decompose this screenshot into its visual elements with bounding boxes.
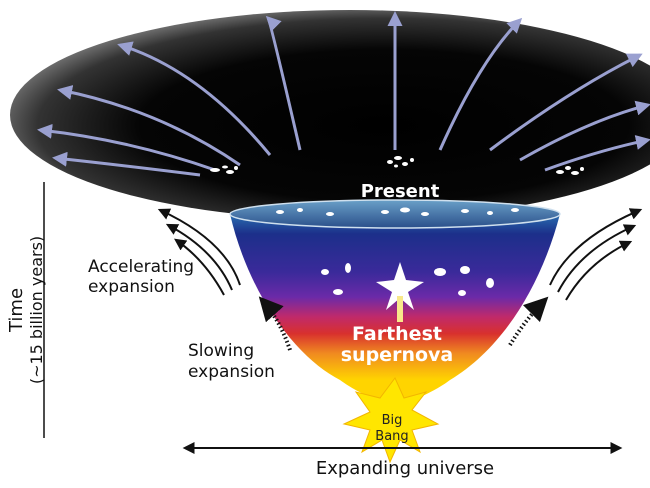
accelerating-arrows-right [549,208,643,301]
accelerating-arrows-left [157,208,241,296]
expansion-arrow [265,15,302,151]
time-label-line1: Time [6,288,27,333]
expansion-arrow [57,85,241,167]
expansion-arrow [117,41,272,156]
expansion-arrows [37,11,650,177]
big-bang-label-line2: Bang [375,429,408,444]
slowing-arrow-left [258,296,292,351]
expanding-universe-label: Expanding universe [316,458,494,479]
vortex-cloud [10,10,650,220]
galaxy-clusters [210,156,584,175]
expansion-arrow [489,53,643,152]
big-bang-label-line1: Big [382,413,403,428]
cone-galaxies [321,263,494,296]
expansion-arrow [544,135,650,172]
slowing-arrow-right [508,296,549,347]
present-disc [229,199,561,229]
slowing-label-line1: Slowing [188,341,254,361]
present-label: Present [361,181,440,202]
farthest-supernova-label-line2: supernova [341,344,453,366]
big-bang-icon [342,377,440,464]
farthest-supernova-label-line1: Farthest [352,323,442,345]
slowing-label-line2: expansion [188,362,275,382]
expansion-arrow [438,17,523,151]
supernova-star-icon [376,262,424,322]
accelerating-label-line2: expansion [88,277,175,297]
expansion-arrow [37,123,216,172]
expansion-arrow [519,100,650,162]
accelerating-label-line1: Accelerating [88,257,194,277]
present-galaxies [276,207,519,216]
expansion-arrow [52,151,201,177]
time-label-line2: (~15 billion years) [27,236,46,384]
